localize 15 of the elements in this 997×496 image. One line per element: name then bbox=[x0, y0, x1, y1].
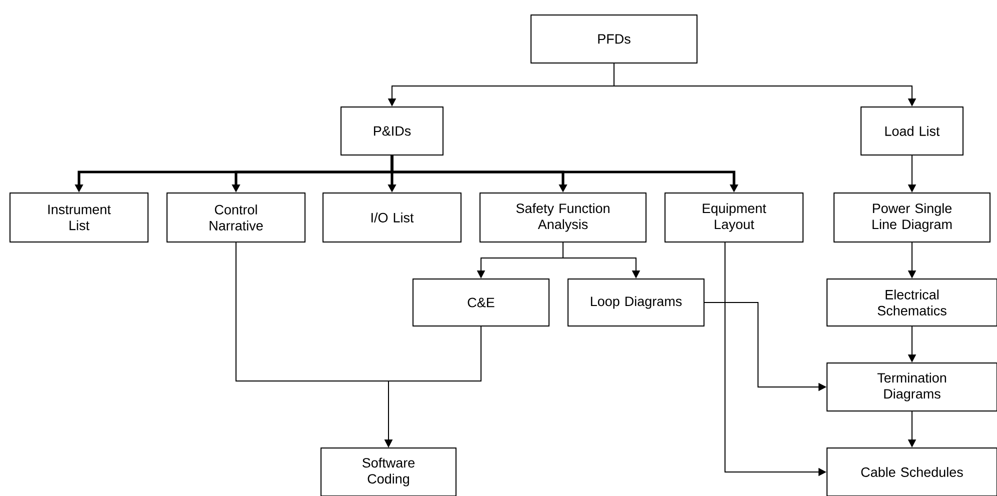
process-box: Electrical Schematics bbox=[826, 278, 997, 326]
process-box: C&E bbox=[412, 278, 550, 326]
process-box: Safety Function Analysis bbox=[480, 192, 646, 242]
process-box: Loop Diagrams bbox=[568, 278, 704, 326]
process-box: PFDs bbox=[530, 14, 698, 64]
process-box: Software Coding bbox=[320, 448, 456, 496]
process-box: Control Narrative bbox=[166, 192, 306, 242]
process-box: Equipment Layout bbox=[664, 192, 804, 242]
process-box: P&IDs bbox=[340, 106, 444, 156]
process-box: Power Single Line Diagram bbox=[834, 192, 990, 242]
process-box: I/O List bbox=[322, 192, 462, 242]
process-box: Instrument List bbox=[10, 192, 148, 242]
process-box: Termination Diagrams bbox=[826, 362, 997, 412]
process-box: Cable Schedules bbox=[826, 448, 997, 496]
process-box: Load List bbox=[860, 106, 964, 156]
